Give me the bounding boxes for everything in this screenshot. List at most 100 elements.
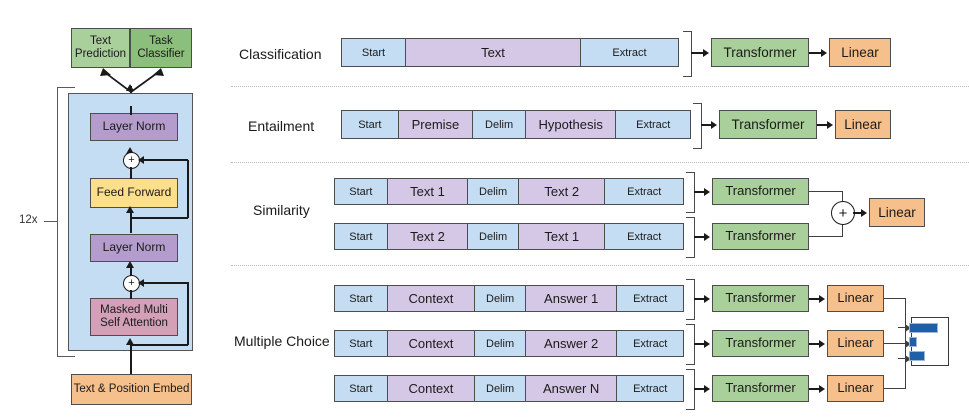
- task-label-entailment: Entailment: [248, 118, 315, 134]
- linear-mc-1: Linear: [827, 330, 884, 357]
- attn-residual-bottom: [131, 344, 188, 346]
- conn-transformer-to-linear-ent: [817, 124, 829, 126]
- token-strip-mc-0: Start Context Delim Answer 1 Extract: [334, 285, 684, 312]
- token-context: Context: [387, 376, 476, 401]
- conn-similarity1-transformer: [694, 236, 706, 238]
- similarity-add-circle: +: [831, 201, 855, 225]
- token-text-2: Text 2: [518, 179, 606, 204]
- arrow-chart-3: [905, 354, 911, 363]
- similarity-add-symbol: +: [838, 204, 848, 222]
- arrow-similarity0-transformer: [704, 187, 710, 196]
- arrow-similarity1-transformer: [704, 232, 710, 241]
- conn-mc0-transformer: [694, 298, 706, 300]
- token-strip-mc-1: Start Context Delim Answer 2 Extract: [334, 330, 684, 357]
- token-strip-entailment-0: Start Premise Delim Hypothesis Extract: [341, 110, 691, 139]
- lnb-to-ff-line: [130, 213, 132, 233]
- bracket-classification: [683, 31, 692, 77]
- text-prediction-head: Text Prediction: [71, 28, 130, 68]
- arrow-classification-transformer: [703, 48, 709, 57]
- conn-classification-to-transformer: [691, 52, 705, 54]
- bracket-entailment: [693, 103, 702, 149]
- transformer-mc-0: Transformer: [712, 285, 809, 312]
- repeat-bracket-tick: [44, 221, 58, 223]
- text-position-embed-label: Text & Position Embed: [73, 383, 190, 396]
- layer-norm-bottom-label: Layer Norm: [102, 240, 166, 255]
- token-text: Text: [406, 39, 581, 66]
- token-text-1: Text 1: [518, 224, 606, 249]
- arrow-chart-2: [905, 339, 911, 348]
- linear-label: Linear: [878, 204, 916, 220]
- linear-similarity: Linear: [869, 198, 925, 227]
- token-start: Start: [342, 111, 399, 138]
- linear-mc-0: Linear: [827, 285, 884, 312]
- transformer-label: Transformer: [723, 44, 797, 60]
- attn-residual-top: [142, 282, 188, 284]
- ff-residual-vert: [187, 160, 189, 218]
- attn-residual-arrow: [138, 279, 144, 287]
- residual-add-attn-symbol: +: [128, 277, 135, 289]
- plus-to-lnb-arrow: [126, 261, 134, 268]
- token-delim: Delim: [468, 224, 519, 249]
- conn-mc1-linear: [809, 343, 821, 345]
- conn-transformer-to-linear-cls: [809, 52, 823, 54]
- feed-forward-block: Feed Forward: [90, 178, 178, 208]
- token-extract: Extract: [617, 376, 684, 401]
- token-text-2: Text 2: [387, 224, 469, 249]
- mc-merge-top: [884, 298, 906, 300]
- token-delim: Delim: [475, 331, 526, 356]
- divider-classification-entailment: [231, 86, 969, 87]
- token-extract: Extract: [605, 224, 683, 249]
- feed-forward-label: Feed Forward: [96, 185, 172, 200]
- token-start: Start: [335, 224, 388, 249]
- token-delim: Delim: [475, 376, 526, 401]
- sim-merge-top: [809, 191, 843, 193]
- transformer-similarity-0: Transformer: [712, 178, 809, 205]
- attn-residual-vert: [187, 282, 189, 345]
- output-bar-3: [909, 351, 925, 361]
- transformer-label: Transformer: [725, 335, 796, 351]
- transformer-entailment: Transformer: [719, 110, 817, 139]
- token-strip-mc-2: Start Context Delim Answer N Extract: [334, 375, 684, 402]
- ff-residual-bottom: [131, 217, 188, 219]
- ff-to-plus-line: [130, 167, 132, 179]
- transformer-label: Transformer: [725, 380, 796, 396]
- token-extract: Extract: [616, 111, 691, 138]
- token-context: Context: [387, 331, 476, 356]
- token-start: Start: [335, 331, 388, 356]
- linear-label: Linear: [837, 380, 874, 396]
- divider-entailment-similarity: [231, 162, 969, 163]
- sim-merge-bottom: [809, 236, 843, 238]
- transformer-label: Transformer: [725, 290, 796, 306]
- token-extract: Extract: [605, 179, 683, 204]
- token-start: Start: [335, 179, 388, 204]
- token-text-1: Text 1: [387, 179, 469, 204]
- arrow-mc0-transformer: [704, 294, 710, 303]
- embed-to-attn-arrow: [126, 338, 134, 345]
- arrow-entailment-transformer: [711, 120, 717, 129]
- divider-similarity-multiplechoice: [231, 265, 969, 266]
- token-answer: Answer 2: [525, 331, 618, 356]
- output-bar-1: [909, 323, 938, 333]
- masked-multi-self-attention-block: Masked Multi Self Attention: [90, 298, 178, 336]
- token-answer: Answer 1: [525, 286, 618, 311]
- mc-merge-mid: [884, 343, 898, 345]
- transformer-mc-2: Transformer: [712, 375, 809, 402]
- arrow-mc1-linear: [819, 339, 825, 348]
- plus-to-lnb-line: [130, 264, 132, 276]
- linear-classification: Linear: [829, 38, 891, 67]
- conn-mc2-transformer: [694, 388, 706, 390]
- transformer-label: Transformer: [731, 116, 805, 132]
- text-position-embed-block: Text & Position Embed: [71, 374, 192, 405]
- residual-add-ff-symbol: +: [128, 154, 135, 166]
- text-prediction-label: Text Prediction: [74, 35, 127, 60]
- transformer-mc-1: Transformer: [712, 330, 809, 357]
- conn-plus-to-linear-sim: [853, 212, 865, 214]
- layer-norm-bottom-block: Layer Norm: [90, 234, 178, 262]
- conn-mc2-linear: [809, 388, 821, 390]
- linear-label: Linear: [837, 335, 874, 351]
- arrow-mc2-linear: [819, 384, 825, 393]
- layer-norm-top-block: Layer Norm: [90, 113, 178, 141]
- task-label-similarity: Similarity: [253, 202, 310, 218]
- linear-label: Linear: [837, 290, 874, 306]
- token-hypothesis: Hypothesis: [525, 111, 617, 138]
